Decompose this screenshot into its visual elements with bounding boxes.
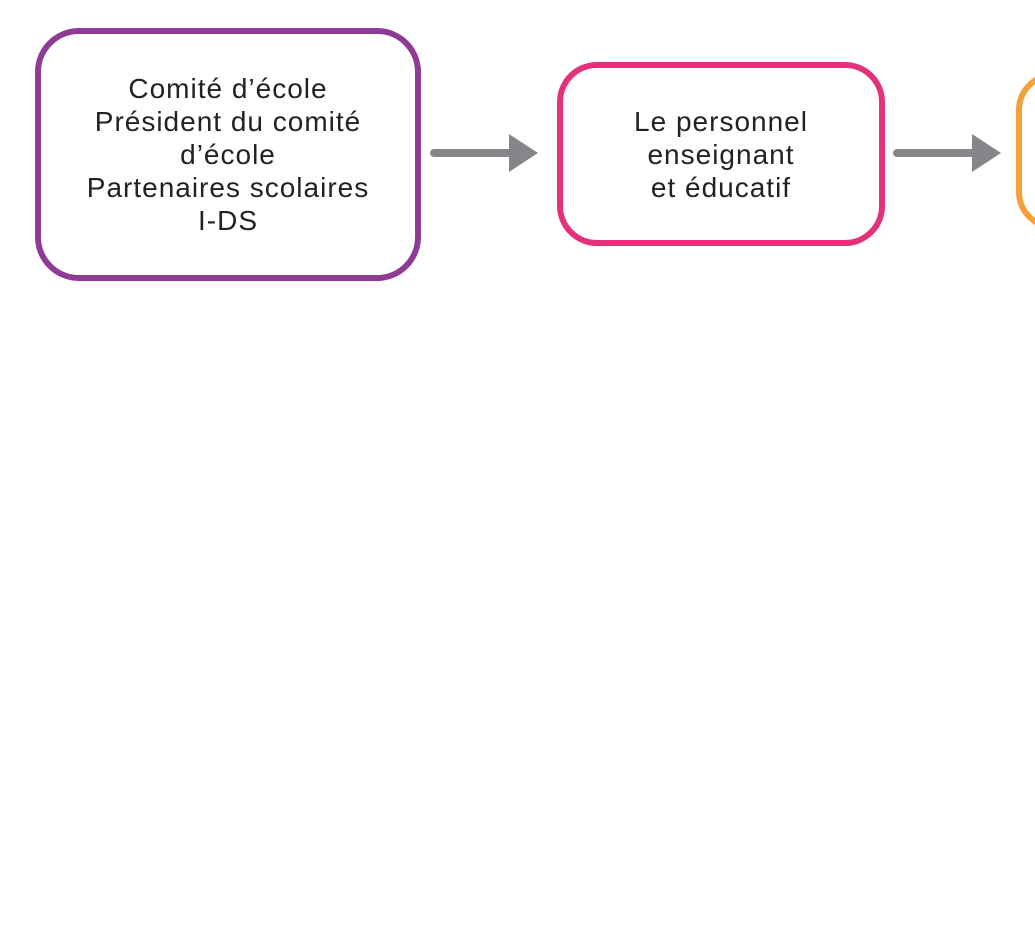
node-text-line: et éducatif — [650, 171, 792, 203]
node-text-line: Le personnel — [634, 105, 808, 137]
node-text-line: enseignant — [647, 138, 795, 170]
node-personnel-enseignant: Le personnel enseignant et éducatif — [557, 62, 885, 246]
node-truncated-right — [1016, 72, 1035, 230]
node-text-line: d’école — [180, 139, 276, 170]
arrow-right-icon — [430, 134, 538, 172]
arrow-right-icon — [893, 134, 1001, 172]
node-text-line: Comité d’école — [128, 73, 328, 104]
arrow-head — [972, 134, 1001, 172]
node-text-line: Président du comité — [94, 106, 362, 137]
node-text-line: Partenaires scolaires — [86, 172, 370, 203]
arrow-head — [509, 134, 538, 172]
node-text-line: I-DS — [198, 205, 258, 236]
arrow-shaft — [893, 149, 975, 157]
arrow-shaft — [430, 149, 512, 157]
node-comite-ecole: Comité d’école Président du comité d’éco… — [35, 28, 421, 281]
